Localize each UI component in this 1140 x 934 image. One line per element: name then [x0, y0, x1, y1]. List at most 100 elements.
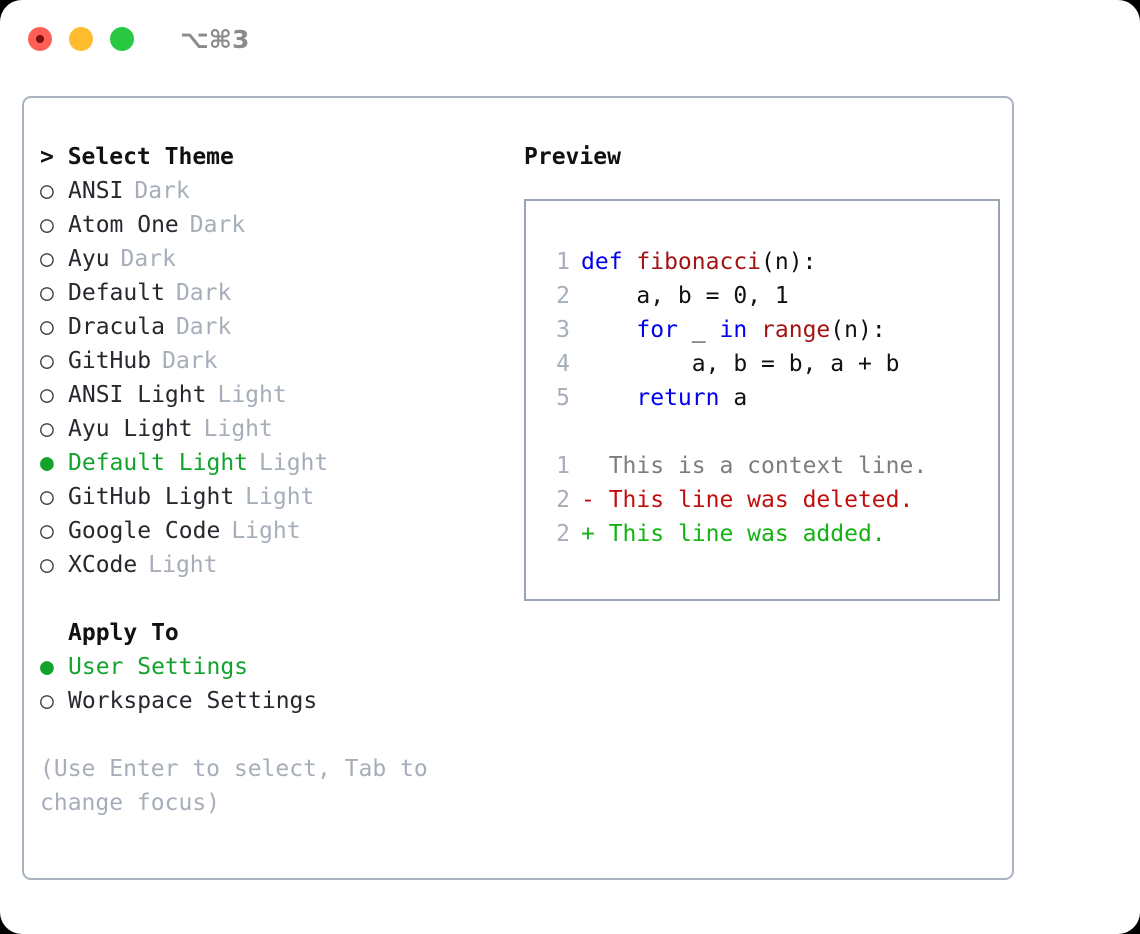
diff-text: This line was added. — [608, 521, 886, 547]
title-bar: ⌥⌘3 — [0, 0, 1140, 78]
code-line: 3 for _ in range(n): — [540, 313, 998, 347]
code-token: a — [719, 385, 748, 411]
code-token: return — [636, 385, 720, 411]
diff-text: This line was deleted. — [608, 487, 914, 513]
code-token: fibonacci — [636, 249, 762, 275]
theme-variant-badge: Dark — [120, 246, 176, 272]
theme-option-label: XCode — [68, 552, 138, 578]
diff-sign: + — [581, 521, 609, 547]
apply-to-option-workspace-settings[interactable]: ○Workspace Settings — [40, 684, 502, 718]
theme-option-label: Ayu Light — [68, 416, 193, 442]
radio-icon: ○ — [40, 382, 54, 408]
close-icon — [36, 35, 44, 43]
apply-to-option-label: User Settings — [68, 654, 249, 680]
code-line-content: a, b = 0, 1 — [581, 279, 789, 313]
theme-option-label: Google Code — [68, 518, 221, 544]
theme-option-ayu[interactable]: ○ Ayu Dark — [40, 242, 502, 276]
code-token: def — [581, 249, 637, 275]
theme-option-label: ANSI Light — [68, 382, 207, 408]
radio-icon: ○ — [40, 484, 54, 510]
theme-option-label: Dracula — [68, 314, 165, 340]
keyboard-hint: (Use Enter to select, Tab to change focu… — [40, 756, 428, 816]
diff-sample: 1 This is a context line.2- This line wa… — [540, 449, 998, 551]
code-token: (n): — [830, 317, 886, 343]
code-token — [581, 317, 636, 343]
theme-variant-badge: Dark — [175, 280, 232, 306]
code-line-content: for _ in range(n): — [581, 313, 886, 347]
theme-variant-badge: Dark — [162, 348, 218, 374]
line-number: 2 — [556, 487, 570, 513]
code-token — [747, 317, 761, 343]
line-number: 5 — [556, 385, 570, 411]
code-token: _ — [677, 317, 720, 343]
window-controls — [28, 27, 134, 51]
apply-to-heading: Apply To — [68, 620, 179, 646]
diff-sign: - — [581, 487, 609, 513]
apply-to-option-user-settings[interactable]: ● User Settings — [40, 650, 502, 684]
minimize-button[interactable] — [69, 27, 93, 51]
line-number: 4 — [556, 351, 570, 377]
theme-option-label: GitHub Light — [68, 484, 235, 510]
theme-variant-badge: Light — [217, 382, 287, 408]
preview-title: Preview — [524, 144, 621, 170]
theme-option-label: Default Light — [68, 450, 249, 476]
diff-text: This is a context line. — [608, 453, 928, 479]
theme-variant-badge: Light — [203, 416, 273, 442]
theme-option-github-light[interactable]: ○ GitHub Light Light — [40, 480, 502, 514]
page-title: > Select Theme — [40, 144, 234, 170]
theme-option-ansi-light[interactable]: ○ ANSI Light Light — [40, 378, 502, 412]
spacer — [40, 582, 502, 616]
code-line-content: return a — [581, 381, 747, 415]
zoom-button[interactable] — [110, 27, 134, 51]
code-token: (n): — [761, 249, 817, 275]
line-number: 2 — [556, 521, 570, 547]
diff-line-del: 2- This line was deleted. — [540, 483, 998, 517]
diff-line-add: 2 + This line was added. — [540, 517, 998, 551]
radio-selected-icon: ● — [40, 654, 54, 680]
code-line: 4 a, b = b, a + b — [540, 347, 998, 381]
theme-variant-badge: Dark — [134, 178, 190, 204]
theme-option-label: Ayu — [68, 246, 110, 272]
theme-variant-badge: Dark — [189, 212, 246, 238]
code-token: for — [636, 317, 678, 343]
theme-option-google-code[interactable]: ○ Google Code Light — [40, 514, 502, 548]
radio-icon: ○ — [40, 688, 54, 714]
radio-icon: ○ — [40, 348, 54, 374]
line-number: 2 — [556, 283, 570, 309]
close-button[interactable] — [28, 27, 52, 51]
radio-icon: ○ — [40, 246, 54, 272]
code-token: range — [761, 317, 831, 343]
theme-variant-badge: Light — [245, 484, 315, 510]
line-number: 3 — [556, 317, 570, 343]
code-token — [581, 385, 636, 411]
radio-icon: ○ — [40, 552, 54, 578]
code-line: 2 a, b = 0, 1 — [540, 279, 998, 313]
theme-option-ansi[interactable]: ○ ANSI Dark — [40, 174, 502, 208]
diff-line-ctx: 1 This is a context line. — [540, 449, 998, 483]
radio-icon: ○ — [40, 178, 54, 204]
code-token: in — [719, 317, 748, 343]
theme-variant-badge: Light — [231, 518, 301, 544]
keyboard-shortcut-label: ⌥⌘3 — [180, 24, 250, 54]
radio-icon: ○ — [40, 280, 54, 306]
radio-icon: ○ — [40, 518, 54, 544]
diff-sign — [581, 449, 609, 483]
theme-option-label: ANSI — [68, 178, 124, 204]
code-token: a, b = 0, 1 — [581, 283, 789, 309]
spacer-2 — [40, 718, 502, 752]
theme-variant-badge: Light — [259, 450, 329, 476]
theme-option-label: Atom One — [68, 212, 179, 238]
